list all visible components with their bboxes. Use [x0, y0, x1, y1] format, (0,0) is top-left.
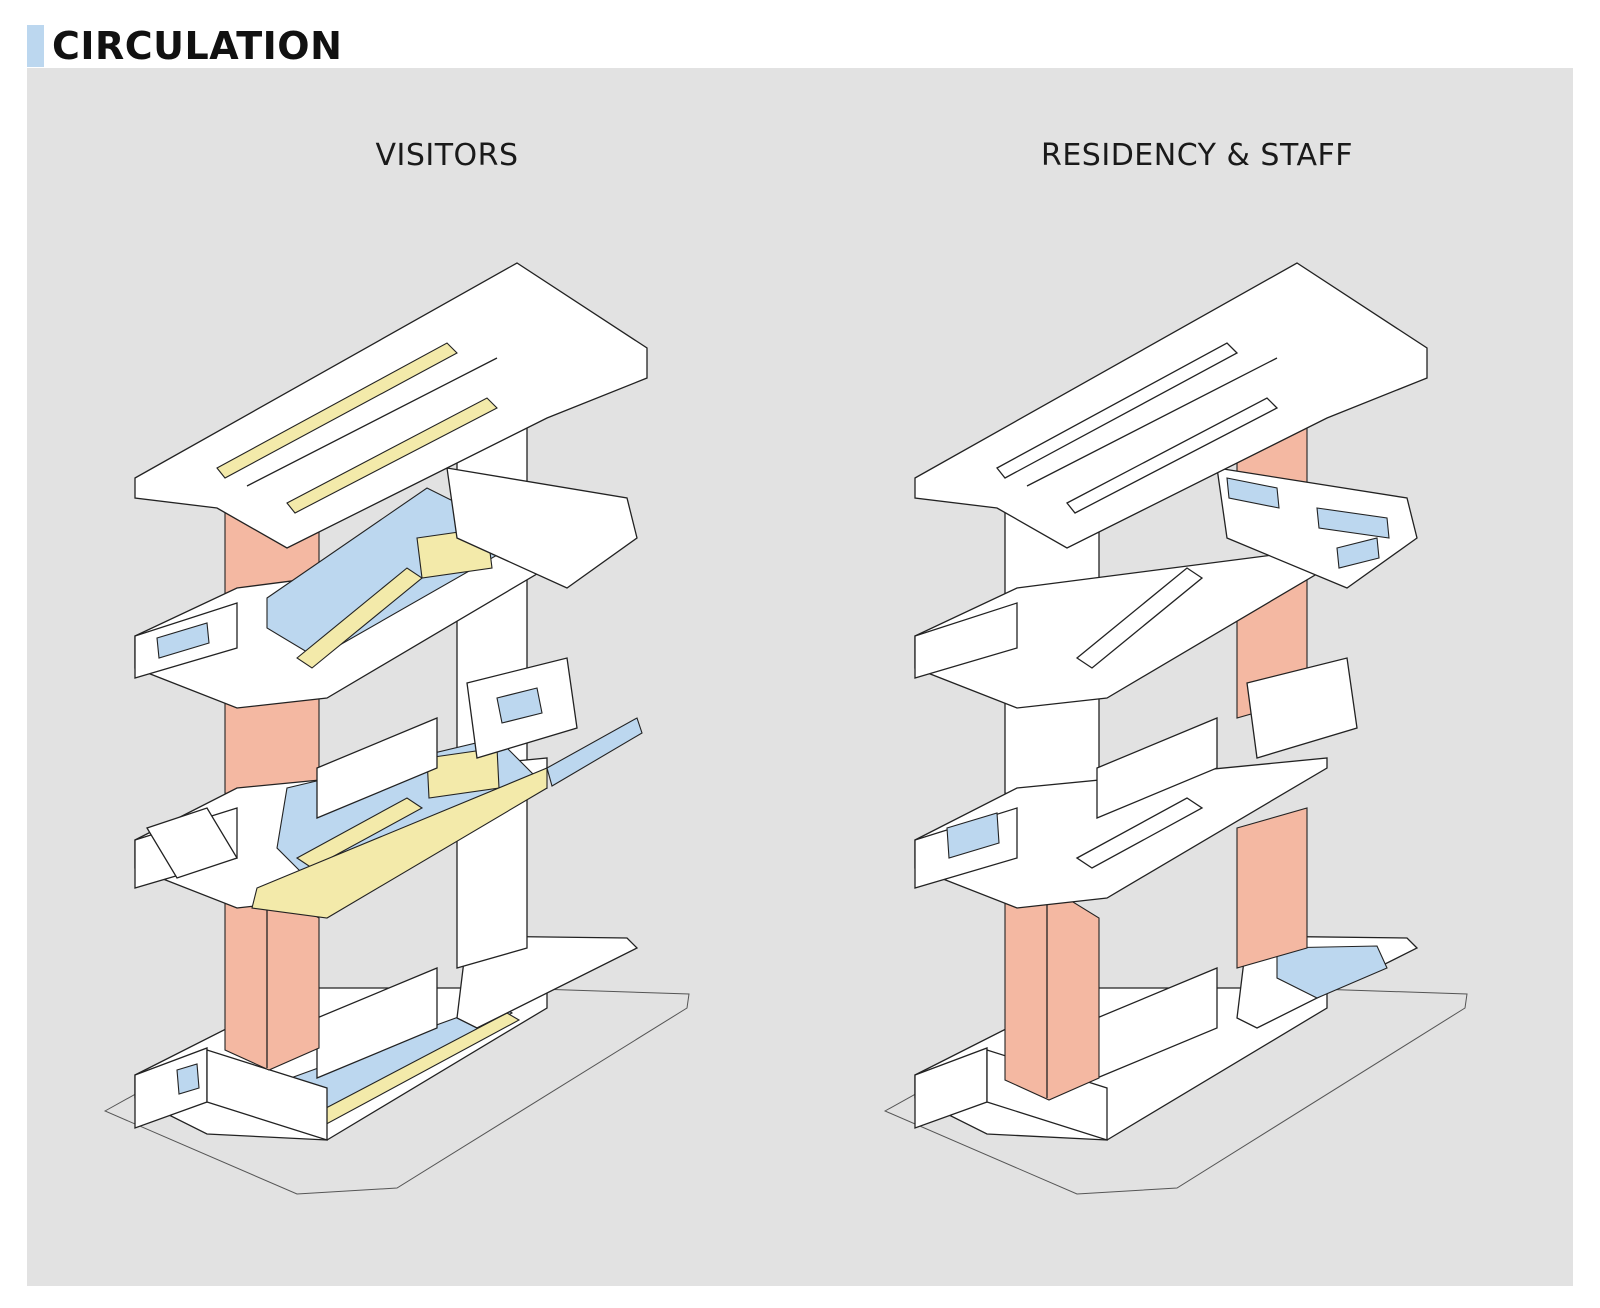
roof-skylight-b	[1066, 397, 1279, 514]
second-floor-divider	[316, 717, 438, 819]
roof-skylight-a	[216, 342, 458, 479]
second-floor-balcony	[251, 767, 548, 919]
ground-wall-front	[206, 1049, 328, 1141]
diagram-title-residency-staff: RESIDENCY & STAFF	[1041, 138, 1353, 173]
ground-small-room	[176, 1063, 200, 1095]
roof-ridge-line	[1026, 357, 1278, 487]
second-floor-terrace	[546, 717, 643, 787]
header: CIRCULATION	[27, 24, 342, 68]
vertical-core-right-lower	[1236, 807, 1308, 969]
ground-room-right	[456, 935, 639, 1029]
roof-ridge-line	[246, 357, 498, 487]
first-floor-corridor-b	[1316, 507, 1390, 539]
second-floor-divider	[1096, 717, 1218, 819]
residency-staff-axonometric-diagram	[883, 262, 1468, 1195]
first-floor-stair	[1075, 567, 1204, 669]
first-floor-small-room	[156, 622, 210, 659]
first-floor-rooms-right	[446, 467, 638, 589]
second-floor-small-room	[946, 812, 1000, 859]
vertical-core-left-lower	[1004, 885, 1100, 1101]
visitors-axonometric-diagram	[103, 262, 690, 1195]
first-floor-corridor-a	[1226, 477, 1280, 509]
roof-skylight-a	[996, 342, 1239, 479]
roof-skylight-b	[286, 397, 498, 514]
second-floor-room-right	[1246, 657, 1358, 759]
first-floor-corridor-c	[1336, 537, 1380, 569]
roof-main	[914, 262, 1428, 549]
diagram-panel: VISITORS RESIDENCY & STAFF	[27, 68, 1573, 1286]
ground-room-right-floor	[1276, 945, 1388, 999]
first-floor-front-wall	[914, 602, 1018, 679]
second-floor-stair	[295, 797, 424, 869]
roof-main	[134, 262, 648, 549]
page-title: CIRCULATION	[52, 24, 343, 68]
second-floor-box-left	[146, 807, 238, 879]
ground-partition	[316, 967, 438, 1079]
diagram-title-visitors: VISITORS	[375, 138, 519, 173]
header-accent-bar	[27, 25, 44, 67]
second-floor-stair	[1075, 797, 1204, 869]
second-floor-room-right-floor	[496, 687, 543, 724]
